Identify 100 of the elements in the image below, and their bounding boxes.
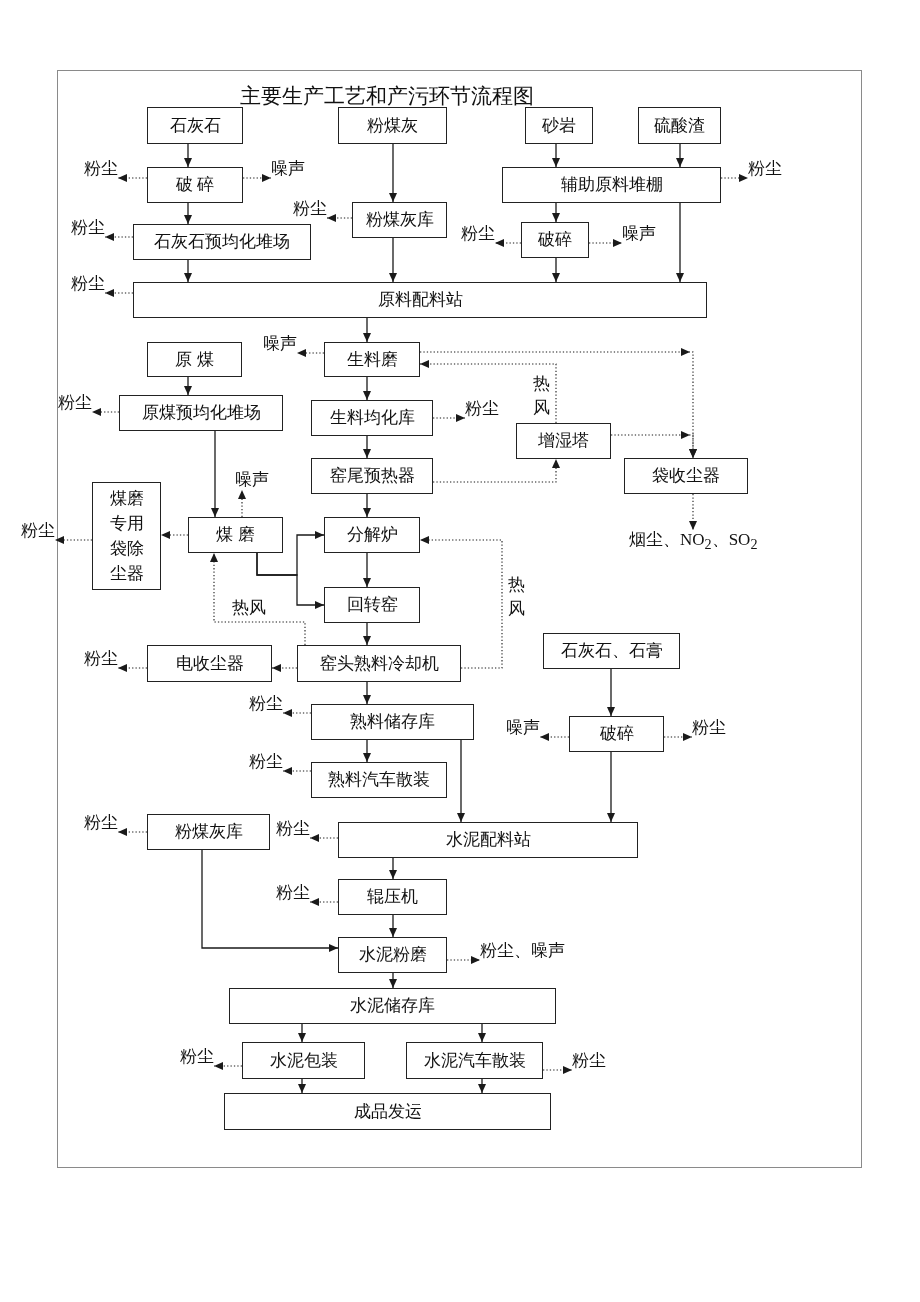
arrow	[363, 493, 371, 518]
dotted-arrow	[309, 834, 339, 842]
dotted-arrow	[210, 552, 306, 646]
arrow	[607, 751, 615, 823]
emission-label: 粉尘	[276, 819, 310, 839]
emission-label: 粉尘	[249, 752, 283, 772]
dotted-arrow	[117, 664, 148, 672]
emission-label: 粉尘	[276, 883, 310, 903]
emission-label: 粉尘	[180, 1047, 214, 1067]
process-box: 辊压机	[338, 879, 447, 915]
dotted-arrow	[663, 733, 693, 741]
arrow	[184, 376, 192, 396]
process-box: 石灰石	[147, 107, 243, 144]
process-box: 原 煤	[147, 342, 242, 377]
process-box: 砂岩	[525, 107, 593, 144]
arrow	[389, 972, 397, 989]
arrow	[363, 681, 371, 705]
arrow	[184, 202, 192, 225]
arrow	[363, 552, 371, 588]
dotted-arrow	[296, 349, 325, 357]
process-box: 粉煤灰	[338, 107, 447, 144]
emission-label: 粉尘	[249, 694, 283, 714]
dotted-arrow	[271, 664, 298, 672]
process-box: 石灰石、石膏	[543, 633, 680, 669]
process-box: 水泥粉磨	[338, 937, 447, 973]
emission-label: 粉尘、噪声	[480, 941, 565, 961]
dotted-arrow	[54, 536, 93, 544]
process-box: 煤磨专用袋除尘器	[92, 482, 161, 590]
emission-label: 粉尘	[293, 199, 327, 219]
arrow	[478, 1078, 486, 1094]
diagram-title: 主要生产工艺和产污环节流程图	[240, 84, 534, 108]
process-box: 成品发运	[224, 1093, 551, 1130]
dotted-arrow	[213, 1062, 243, 1070]
arrow	[389, 914, 397, 938]
dotted-arrow	[238, 489, 246, 518]
process-box: 生料均化库	[311, 400, 433, 436]
process-box: 石灰石预均化堆场	[133, 224, 311, 260]
arrow	[298, 1023, 306, 1043]
process-box: 水泥包装	[242, 1042, 365, 1079]
dotted-arrow	[282, 709, 312, 717]
emission-label: 粉尘	[572, 1051, 606, 1071]
dotted-arrow	[309, 898, 339, 906]
dotted-arrow	[432, 414, 466, 422]
dotted-arrow	[689, 493, 697, 531]
dotted-arrow	[282, 767, 312, 775]
emission-label: 粉尘	[692, 718, 726, 738]
arrow	[256, 552, 325, 609]
dotted-arrow	[117, 174, 148, 182]
dotted-arrow	[91, 408, 120, 416]
emission-label: 噪声	[263, 334, 297, 354]
process-box: 破 碎	[147, 167, 243, 203]
process-box: 增湿塔	[516, 423, 611, 459]
arrow	[389, 857, 397, 880]
emission-label: 粉尘	[84, 813, 118, 833]
process-box: 原料配料站	[133, 282, 707, 318]
process-box: 水泥配料站	[338, 822, 638, 858]
dotted-arrow	[419, 360, 557, 424]
arrow	[552, 143, 560, 168]
arrow	[478, 1023, 486, 1043]
emission-label: 噪声	[235, 470, 269, 490]
dotted-arrow	[419, 536, 503, 669]
arrow	[676, 143, 684, 168]
dotted-arrow	[104, 289, 134, 297]
process-box: 破碎	[569, 716, 664, 752]
arrow	[184, 143, 192, 168]
arrow	[363, 622, 371, 646]
dotted-arrow	[720, 174, 749, 182]
process-box: 原煤预均化堆场	[119, 395, 283, 431]
process-box: 熟料储存库	[311, 704, 474, 740]
process-box: 煤 磨	[188, 517, 283, 553]
arrow	[363, 376, 371, 401]
process-box: 水泥储存库	[229, 988, 556, 1024]
emission-label: 粉尘	[748, 159, 782, 179]
arrow	[607, 668, 615, 717]
process-box: 生料磨	[324, 342, 420, 377]
process-box: 破碎	[521, 222, 589, 258]
process-box: 粉煤灰库	[352, 202, 447, 238]
arrow	[201, 849, 339, 952]
emission-label: 粉尘	[71, 274, 105, 294]
process-box: 电收尘器	[147, 645, 272, 682]
process-box: 水泥汽车散装	[406, 1042, 543, 1079]
dotted-arrow	[326, 214, 353, 222]
arrow	[211, 430, 219, 518]
emission-label: 噪声	[271, 159, 305, 179]
emission-label: 粉尘	[84, 649, 118, 669]
dotted-arrow	[446, 956, 481, 964]
dotted-arrow	[432, 458, 560, 483]
edge-label: 热风	[232, 598, 266, 618]
arrow	[363, 317, 371, 343]
arrow	[457, 739, 465, 823]
process-box: 回转窑	[324, 587, 420, 623]
process-box: 粉煤灰库	[147, 814, 270, 850]
dotted-arrow	[242, 174, 272, 182]
arrow	[676, 202, 684, 283]
arrow	[363, 435, 371, 459]
arrow	[298, 1078, 306, 1094]
emission-label: 粉尘	[461, 224, 495, 244]
process-box: 辅助原料堆棚	[502, 167, 721, 203]
dotted-arrow	[104, 233, 134, 241]
process-box: 分解炉	[324, 517, 420, 553]
